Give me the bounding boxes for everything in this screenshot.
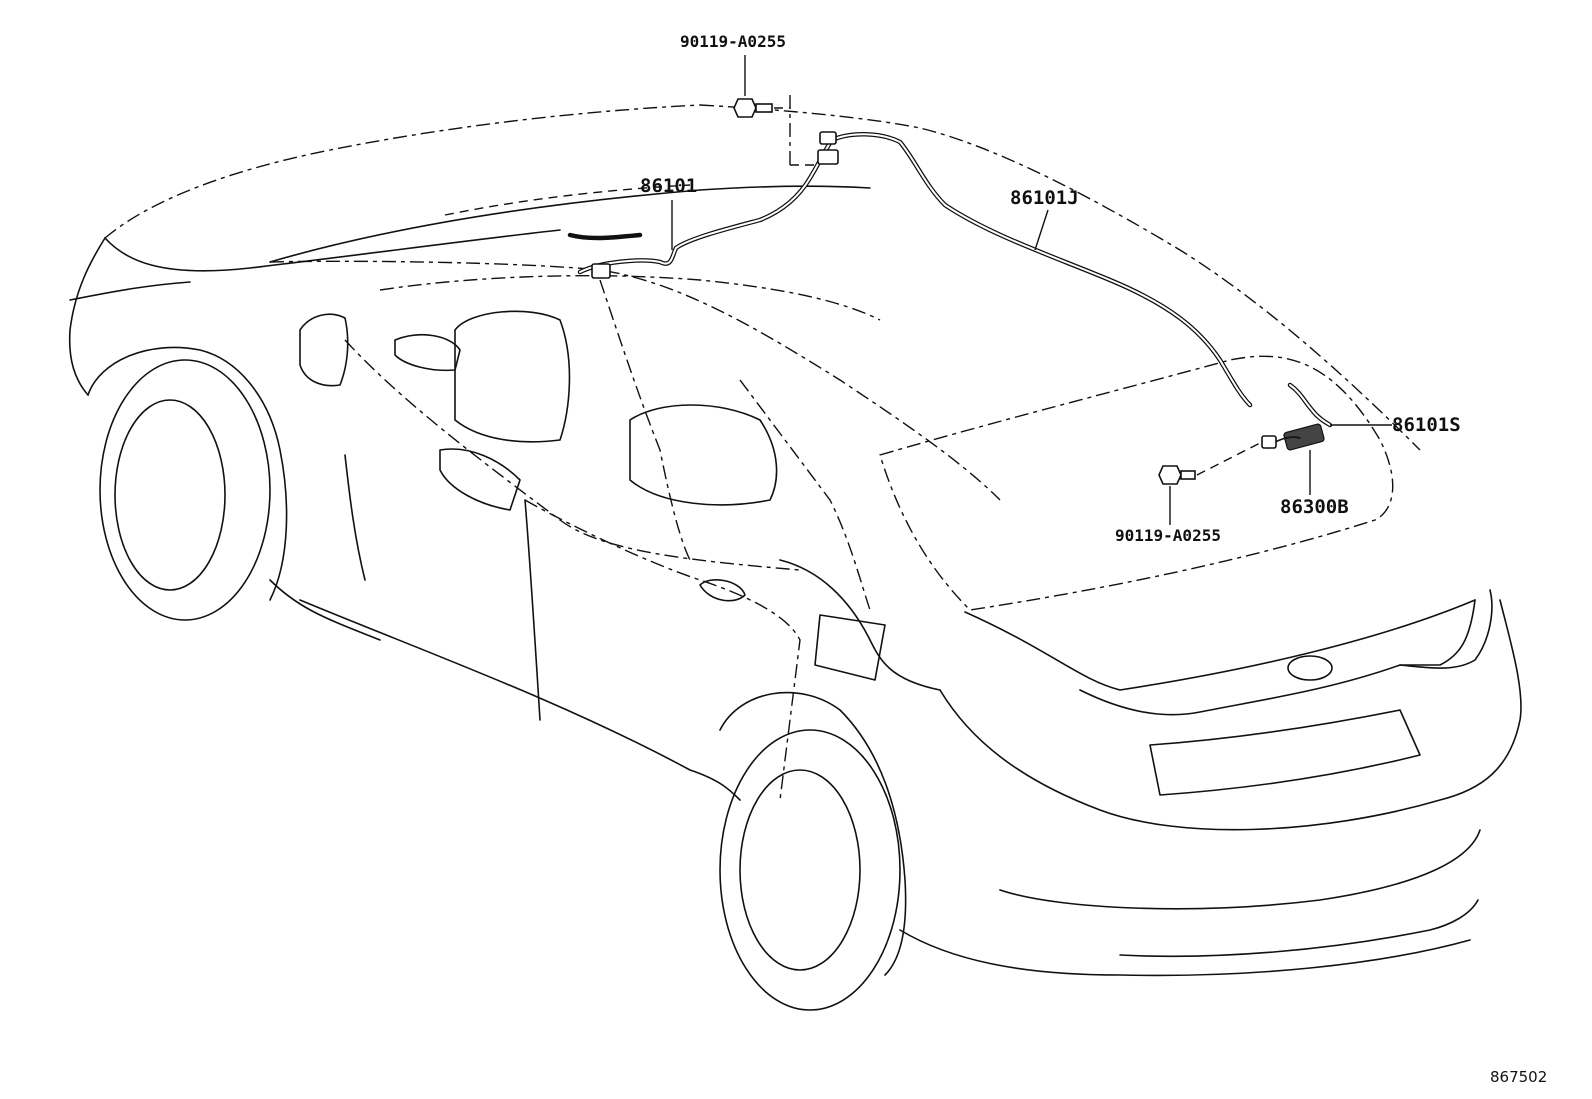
cable-86101-branch: [567, 232, 643, 241]
side-sill: [299, 599, 741, 801]
label-86101S: 86101S: [1392, 414, 1461, 436]
connector-top: [819, 131, 837, 145]
bolt-rear: [1158, 441, 1263, 485]
cable-86101: [577, 137, 835, 275]
trunk-lid: [964, 599, 1476, 691]
rear-lamp-left: [1079, 599, 1476, 716]
console: [439, 448, 521, 511]
license-plate-area: [1149, 709, 1421, 796]
rear-diffuser: [1119, 899, 1479, 958]
front-wheel-inner: [114, 399, 226, 591]
seat-front: [454, 310, 571, 443]
rear-window: [879, 355, 1394, 611]
steering-area: [394, 334, 461, 372]
rear-lower-edge: [899, 929, 1471, 977]
door-handle-rear: [699, 579, 746, 602]
windshield-inner: [444, 184, 691, 216]
front-door-line: [344, 454, 366, 581]
door-frame-front: [344, 339, 801, 571]
front-wheel: [99, 359, 271, 621]
windshield: [269, 185, 871, 263]
rear-bumper: [939, 599, 1522, 831]
front-bumper: [68, 237, 106, 396]
front-grille: [69, 281, 191, 301]
c-pillar: [739, 379, 871, 611]
connector-mid: [817, 149, 839, 165]
diagram-reference-number: 867502: [1490, 1068, 1547, 1086]
leader-86101J: [1034, 209, 1049, 251]
rear-wheel-arch: [719, 691, 907, 976]
antenna-cable-assembly: [567, 131, 1333, 451]
label-bolt-rear: 90119-A0255: [1115, 526, 1221, 545]
hood-outline: [104, 104, 701, 239]
rear-wheel: [719, 729, 901, 1011]
rear-bumper-lower: [999, 829, 1481, 910]
antenna-86300B: [1261, 423, 1325, 451]
label-86101J: 86101J: [1010, 187, 1079, 209]
rear-lamp-right: [1399, 589, 1493, 669]
rear-wheel-inner: [739, 769, 861, 971]
hood-edge: [104, 229, 561, 272]
side-mirror: [299, 313, 349, 387]
car-body: [68, 104, 1522, 1011]
rear-emblem: [1287, 655, 1333, 681]
rear-door-line: [524, 499, 541, 721]
leader-lines: [671, 55, 1392, 525]
roof-side: [269, 260, 1001, 501]
label-86300B: 86300B: [1280, 496, 1349, 518]
cable-86101J: [829, 132, 1253, 408]
roof-line: [699, 104, 1421, 451]
seat-rear: [629, 404, 778, 506]
rear-quarter: [779, 559, 941, 691]
label-86101: 86101: [640, 175, 697, 197]
b-pillar: [599, 279, 691, 561]
fuel-door: [814, 614, 886, 681]
front-wheel-arch: [87, 346, 288, 601]
door-panel: [524, 499, 801, 801]
bolt-top: [733, 95, 820, 166]
interior-dash: [379, 275, 881, 321]
label-bolt-top: 90119-A0255: [680, 32, 786, 51]
side-lower: [269, 579, 381, 641]
connector-front: [591, 263, 611, 279]
